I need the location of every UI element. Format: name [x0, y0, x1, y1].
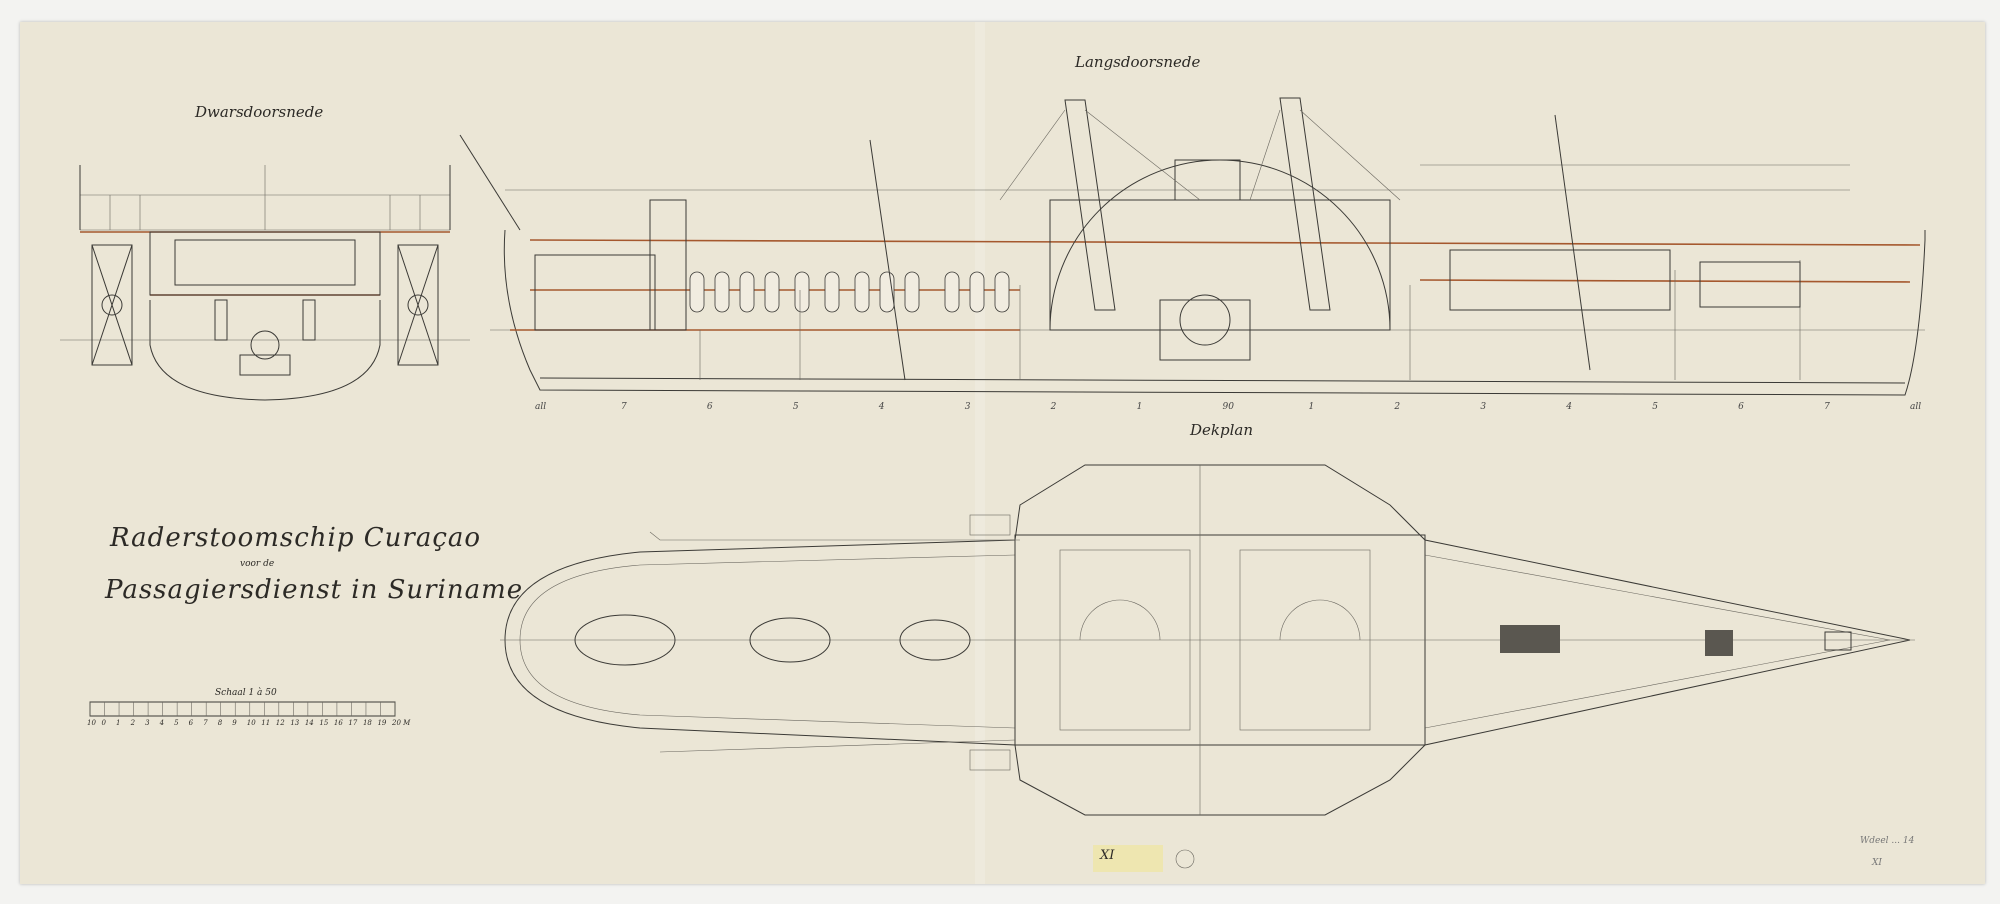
- paper-fold: [975, 22, 985, 884]
- scale-tick-label: 1: [116, 719, 121, 727]
- longitudinal-section-drawing: [459, 97, 1926, 396]
- deck-plan-drawing: [500, 464, 1915, 816]
- scale-bar: [89, 701, 396, 717]
- scale-tick-label: 3: [145, 719, 150, 727]
- scale-tick-label: 16: [333, 719, 343, 727]
- scale-tick-label: 10: [87, 719, 96, 727]
- vessel-title: Raderstoomschip Curaçao: [110, 523, 482, 553]
- frame-number: all: [1910, 402, 1922, 412]
- scale-tick-label: 15: [319, 719, 329, 727]
- scale-tick-label: 8: [217, 719, 223, 727]
- frame-number: 5: [1652, 402, 1658, 412]
- frame-number: 6: [1738, 402, 1744, 412]
- frame-number: 7: [620, 402, 627, 412]
- frame-number: all: [535, 402, 547, 412]
- vessel-service: Passagiersdienst in Suriname: [105, 575, 524, 605]
- archive-tag: XI: [1100, 848, 1115, 863]
- frame-number: 7: [1824, 402, 1830, 412]
- scale-label: Schaal 1 à 50: [215, 688, 277, 698]
- frame-number: 1: [1136, 402, 1143, 412]
- scale-tick-label: 13: [290, 719, 300, 727]
- scale-tick-label: 4: [159, 719, 165, 727]
- scale-tick-label: 9: [232, 719, 237, 727]
- scale-tick-label: 2: [130, 719, 136, 727]
- archive-stamp: [1175, 849, 1195, 869]
- frame-number: 90: [1222, 402, 1234, 412]
- frame-number: 2: [1394, 402, 1401, 412]
- section-title-deck-plan: Dekplan: [1190, 421, 1253, 439]
- archive-label-sticker: [1093, 845, 1163, 872]
- pencil-note-2: XI: [1872, 858, 1882, 868]
- scale-tick-label: 7: [203, 719, 208, 727]
- scale-tick-label: 17: [348, 719, 358, 727]
- scale-tick-label: 11: [261, 719, 271, 727]
- frame-number: 5: [792, 402, 799, 412]
- scale-tick-label: 12: [275, 719, 285, 727]
- scale-tick-label: 6: [188, 719, 194, 727]
- vessel-title-connector: voor de: [240, 559, 275, 569]
- scale-tick-label: 0: [101, 719, 106, 727]
- frame-number: 6: [706, 402, 713, 412]
- scale-tick-label: 14: [304, 719, 314, 727]
- frame-number: 3: [964, 402, 971, 412]
- pencil-note: Wdeel ... 14: [1860, 836, 1915, 846]
- frame-number: 2: [1050, 402, 1057, 412]
- scale-tick-label: 20 M: [392, 719, 411, 727]
- cross-section-drawing: [60, 165, 470, 401]
- frame-number: 4: [1566, 402, 1572, 412]
- section-title-cross: Dwarsdoorsnede: [195, 103, 324, 121]
- scale-tick-label: 19: [377, 719, 387, 727]
- frame-number: 4: [878, 402, 885, 412]
- scale-tick-label: 10: [246, 719, 256, 727]
- frame-number: 3: [1480, 402, 1487, 412]
- scale-tick-label: 5: [174, 719, 179, 727]
- section-title-longitudinal: Langsdoorsnede: [1075, 53, 1201, 71]
- frame-number: 1: [1308, 402, 1315, 412]
- scale-tick-label: 18: [362, 719, 372, 727]
